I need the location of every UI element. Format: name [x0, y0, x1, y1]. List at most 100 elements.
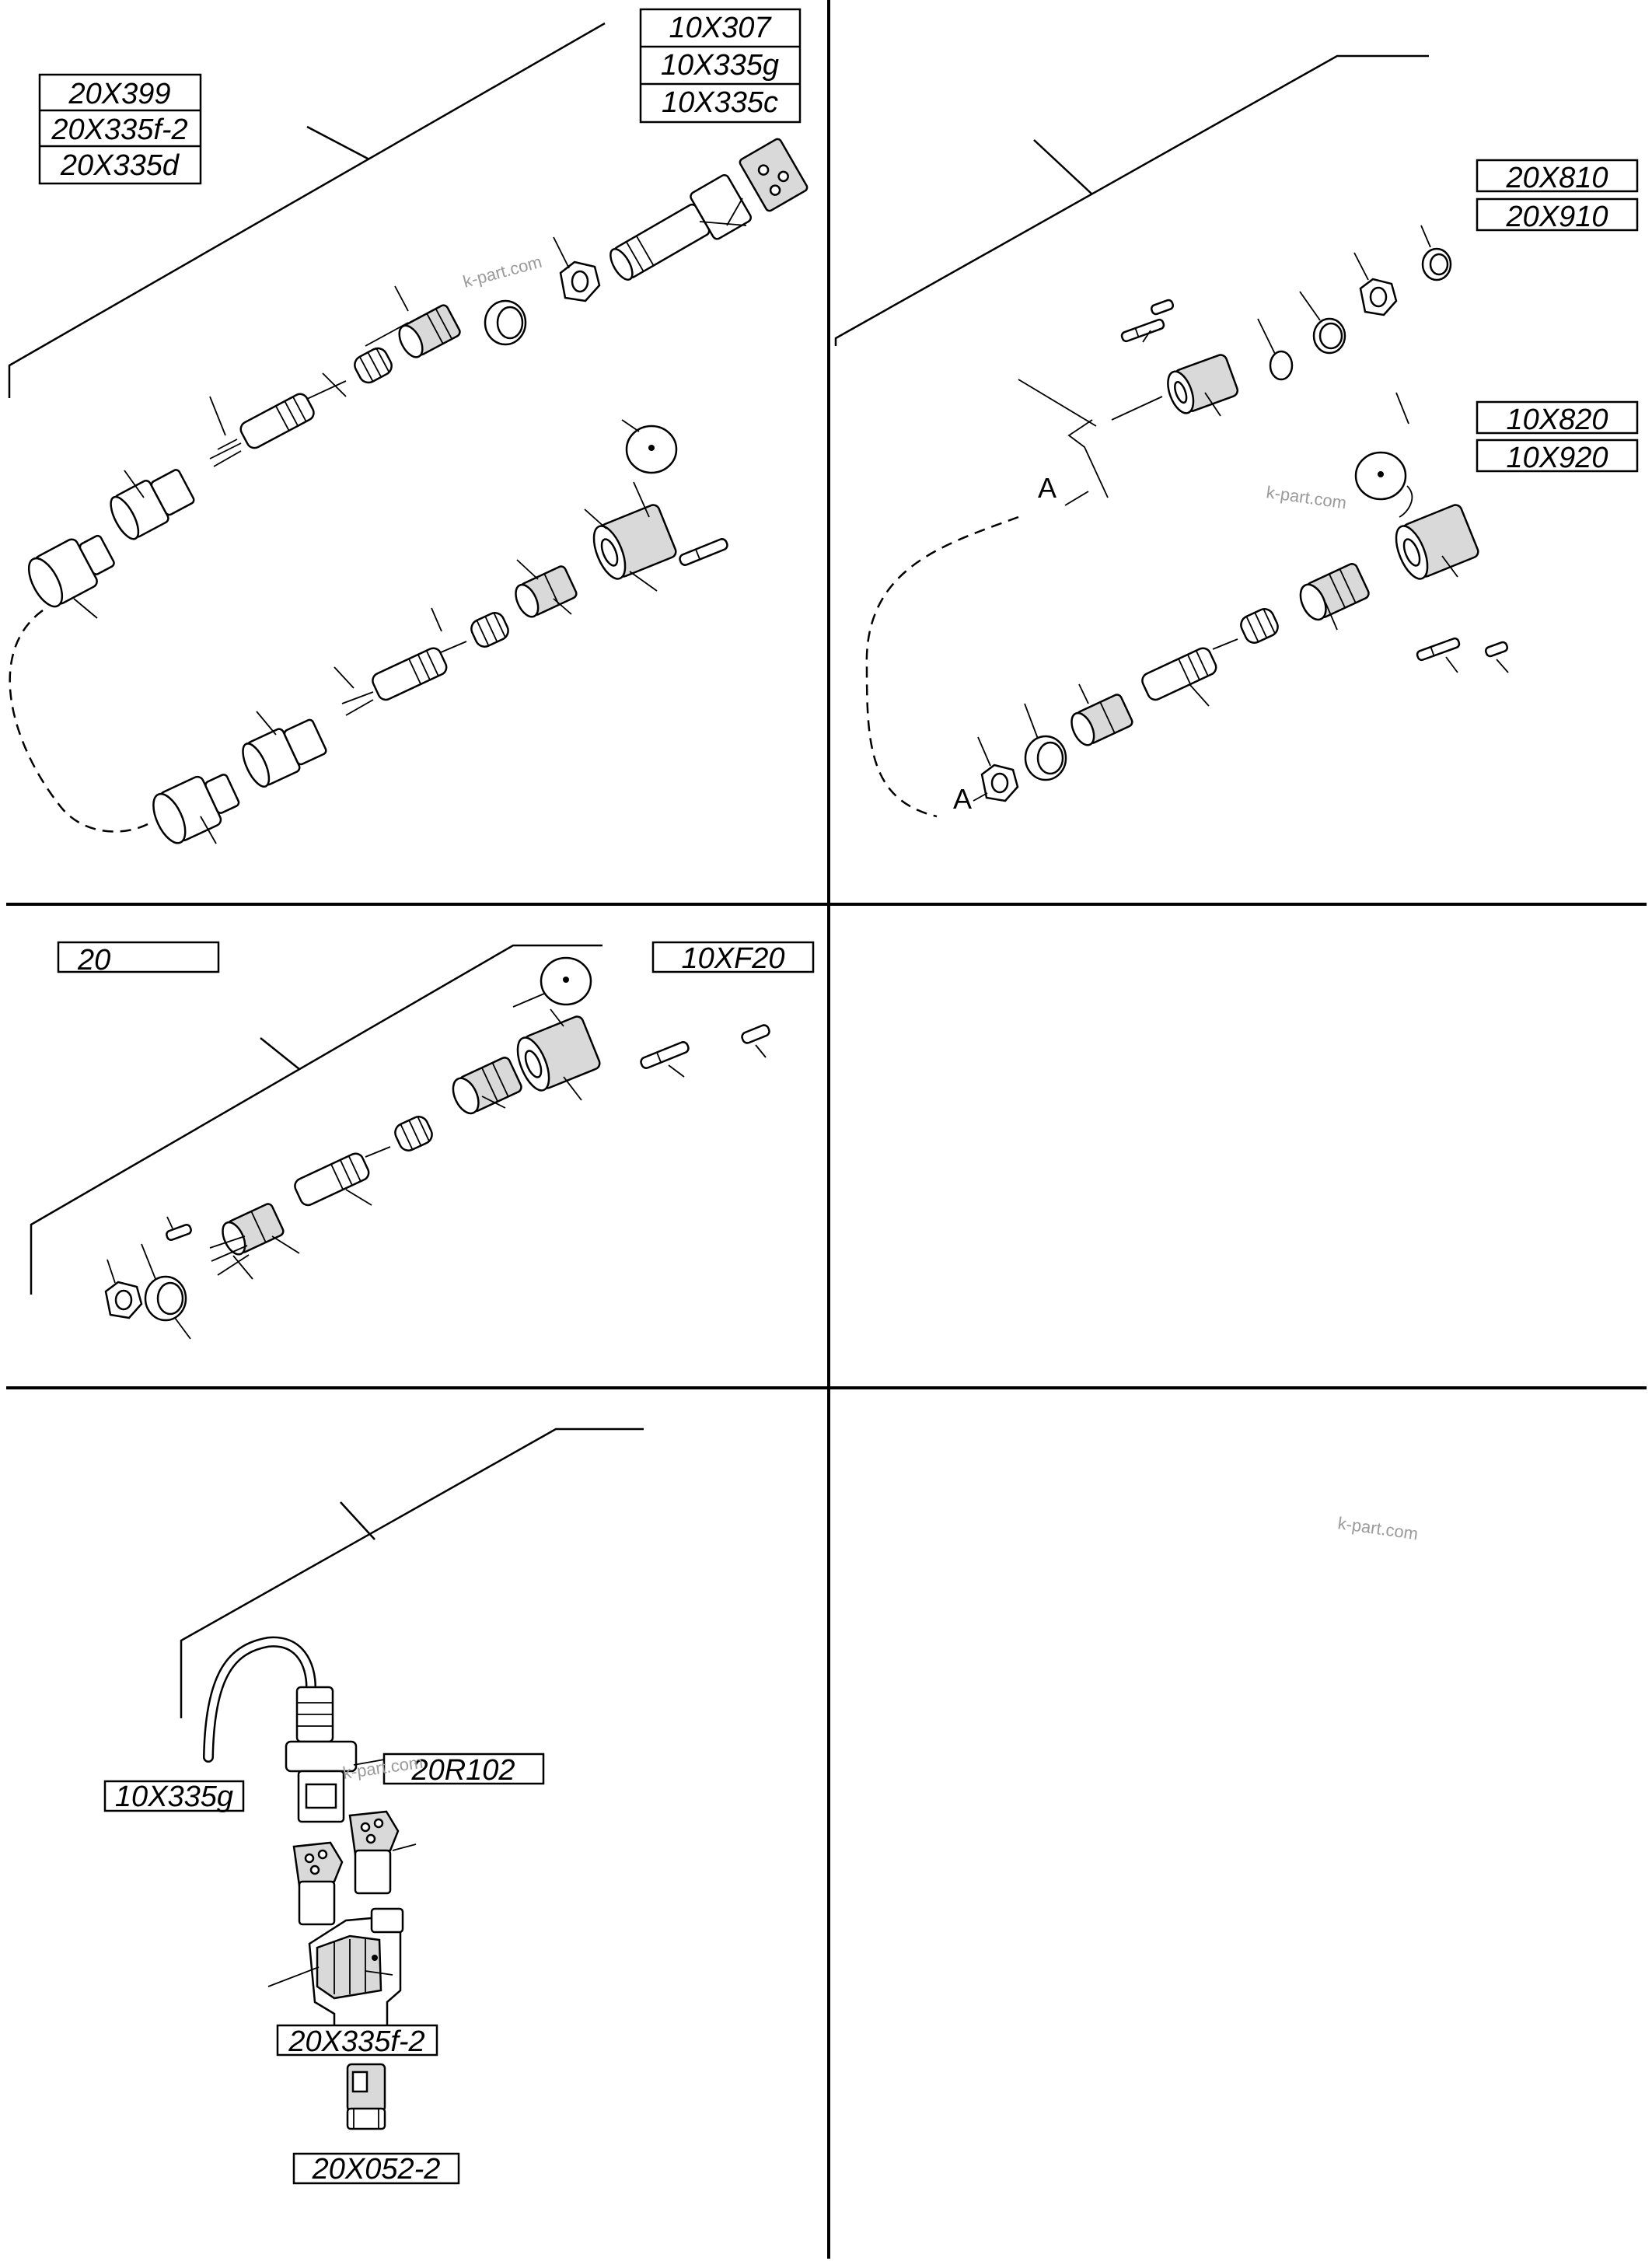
sleeve-ring	[484, 299, 527, 346]
connector-body	[398, 304, 461, 358]
ref-box-pair-b: 10X820 10X920	[1476, 400, 1639, 474]
wires	[341, 691, 374, 716]
grommet-tube	[294, 1152, 370, 1207]
connector-body	[452, 1057, 522, 1115]
sleeve-ring	[144, 1275, 187, 1322]
o-ring	[1269, 350, 1294, 381]
seal-cap	[625, 425, 678, 474]
seal-cap	[1354, 451, 1407, 501]
threaded-sleeve	[592, 504, 677, 580]
threaded-sleeve	[1167, 354, 1239, 414]
ref-label: 20X910	[1505, 201, 1608, 233]
ref-box-stack-right: 10X307 10X335g 10X335c	[639, 8, 802, 124]
callout-label: A	[953, 783, 972, 815]
ref-label: 10XF20	[681, 942, 784, 975]
connector-body	[515, 565, 578, 618]
ref-box-pair-a: 20X810 20X910	[1476, 159, 1639, 233]
hex-nut	[559, 260, 601, 302]
lower-connector-chain	[152, 419, 728, 844]
hex-nut	[980, 764, 1019, 802]
watermark: k-part.com	[461, 252, 544, 292]
washer	[1312, 317, 1346, 355]
panel-grid	[6, 0, 1647, 2259]
wires	[209, 442, 242, 467]
assembly-bracket	[834, 54, 1429, 346]
connector-body	[1070, 694, 1133, 746]
pin-contact	[166, 1224, 192, 1241]
hex-nut	[104, 1281, 143, 1319]
bracket-leader	[340, 1501, 375, 1540]
threaded-sleeve	[1395, 504, 1479, 580]
sleeve-ring	[1024, 735, 1067, 781]
pin-contact	[640, 1041, 690, 1069]
panel-5: 10X335g 20R102 k-part.com	[103, 1428, 644, 2186]
spring-seal	[470, 612, 509, 648]
ref-label: 10X335g	[661, 49, 779, 82]
assembly-bracket	[8, 22, 606, 398]
callout-label: A	[1038, 472, 1057, 504]
ref-label: 10X820	[1506, 404, 1608, 436]
spring-seal	[1240, 608, 1279, 644]
o-ring	[1421, 247, 1452, 281]
ref-label: 10X307	[669, 12, 772, 44]
wires	[209, 1235, 250, 1276]
ref-label: 20X399	[68, 78, 170, 110]
end-cap	[27, 534, 115, 608]
spring-seal	[394, 1116, 433, 1151]
sensor-module	[285, 1686, 358, 1823]
ref-label: 20X335d	[60, 149, 180, 182]
bracket-leader	[260, 1037, 300, 1070]
routing-dashed	[865, 515, 1019, 818]
ref-label: 20X335f-2	[51, 114, 187, 146]
panel-2: 20X810 20X910 10X820 10X920 k-part.com	[834, 54, 1639, 818]
assembly-bracket	[180, 1428, 644, 1718]
pin-contact	[1416, 637, 1461, 662]
ref-label: 20X335f-2	[288, 2025, 424, 2058]
pin-contact	[679, 538, 728, 566]
connector-plug	[739, 138, 809, 212]
panel-1: 20X399 20X335f-2 20X335d 10X307 10X335g …	[8, 8, 809, 844]
bracket-leader	[1033, 139, 1093, 195]
sensor-body	[609, 174, 752, 281]
connector-body	[1299, 563, 1370, 621]
wire-lead	[1018, 379, 1109, 498]
sensor-cable	[203, 1636, 316, 1763]
coupling-nut	[242, 718, 327, 788]
pin-contact	[1150, 299, 1175, 316]
upper-connector-chain	[27, 138, 809, 619]
ref-label: 20X052-2	[312, 2153, 441, 2186]
panel-3: 20 10XF20	[30, 941, 815, 1340]
spring-seal	[354, 347, 393, 384]
ref-label: 10X335c	[662, 86, 778, 119]
watermark: k-part.com	[1336, 1513, 1419, 1543]
plug-connector	[346, 2063, 386, 2130]
ref-label: 20R102	[410, 1754, 515, 1787]
threaded-sleeve	[516, 1015, 601, 1092]
ref-label: 20X810	[1505, 162, 1608, 194]
coupling-nut	[110, 469, 195, 540]
ref-label: 10X335g	[115, 1780, 233, 1813]
connector-housing	[308, 1907, 404, 2031]
lower-connector-chain: A	[953, 392, 1509, 815]
end-cap	[152, 774, 240, 844]
grommet-tube	[372, 647, 448, 701]
grommet-tube	[1141, 647, 1217, 701]
hex-nut	[1359, 278, 1398, 316]
bracket-leader	[306, 125, 370, 161]
plug-housing-b	[348, 1810, 400, 1895]
grommet-tube	[239, 393, 315, 449]
routing-dashed	[9, 609, 148, 833]
plug-housing-a	[292, 1841, 344, 1926]
ref-label: 10X920	[1506, 442, 1608, 474]
connector-body	[222, 1203, 285, 1256]
assembly-bracket	[30, 944, 602, 1295]
watermark: k-part.com	[1265, 482, 1347, 512]
panel-6: k-part.com	[1336, 1513, 1419, 1543]
seal-cap	[540, 956, 592, 1006]
connector-chain	[104, 956, 770, 1340]
upper-connector-chain: A	[1018, 225, 1452, 506]
ref-label: 20	[77, 944, 110, 977]
pin-contact	[1120, 318, 1165, 343]
ref-box-stack-left: 20X399 20X335f-2 20X335d	[38, 73, 202, 185]
